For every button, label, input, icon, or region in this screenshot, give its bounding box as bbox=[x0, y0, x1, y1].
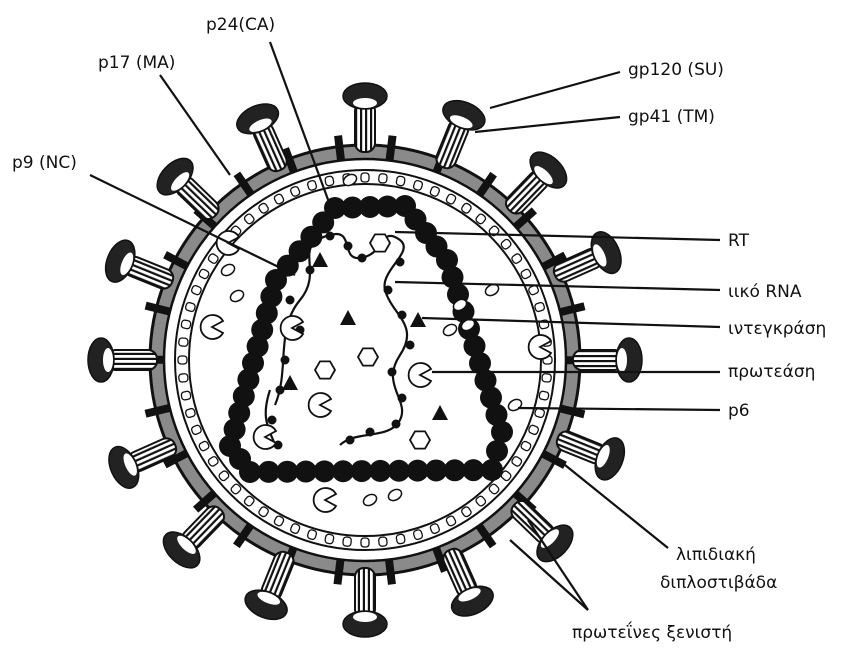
reverse-transcriptase-icon bbox=[315, 361, 335, 378]
leader-gp41 bbox=[475, 117, 620, 132]
matrix-cell bbox=[396, 534, 406, 544]
rna-dot bbox=[388, 368, 397, 377]
gp120-cap-notch bbox=[617, 348, 627, 372]
matrix-cell bbox=[361, 538, 369, 547]
label-lipid-line1: λιπιδιακή bbox=[676, 545, 756, 565]
rna-dot bbox=[396, 258, 405, 267]
rna-dot bbox=[398, 311, 407, 320]
leader-lipid bbox=[565, 465, 668, 548]
matrix-cell bbox=[378, 537, 387, 547]
matrix-cell bbox=[178, 356, 187, 364]
capsid-bead bbox=[491, 421, 513, 443]
matrix-cell bbox=[378, 174, 387, 184]
rna-dot bbox=[344, 242, 353, 251]
matrix-cell bbox=[542, 373, 552, 382]
label-integrase: ιντεγκράση bbox=[728, 319, 826, 339]
reverse-transcriptase-icon bbox=[410, 431, 430, 448]
gp120-cap-notch bbox=[353, 98, 377, 108]
gp120-cap bbox=[439, 95, 490, 136]
reverse-transcriptase-icon bbox=[358, 348, 378, 365]
label-p6: p6 bbox=[728, 401, 750, 421]
rna-dot bbox=[286, 296, 295, 305]
matrix-cell bbox=[325, 176, 335, 186]
matrix-cell bbox=[179, 373, 189, 382]
label-host-proteins: πρωτεΐνες ξενιστή bbox=[572, 620, 732, 643]
label-p24: p24(CA) bbox=[206, 15, 275, 35]
rna-dot bbox=[392, 420, 401, 429]
rna-dot bbox=[398, 394, 407, 403]
envelope-spike bbox=[343, 83, 387, 152]
rna-dot bbox=[406, 341, 415, 350]
capsid-bead bbox=[486, 440, 508, 462]
rna-dot bbox=[366, 428, 375, 437]
gp120-cap bbox=[241, 584, 292, 625]
matrix-cell bbox=[181, 391, 191, 401]
label-gp120: gp120 (SU) bbox=[628, 60, 724, 80]
matrix-cell bbox=[179, 338, 189, 347]
label-protease: πρωτεάση bbox=[728, 362, 815, 382]
matrix-cell bbox=[539, 391, 549, 401]
reverse-transcriptase-icon bbox=[370, 234, 390, 251]
gp120-cap-notch bbox=[103, 348, 113, 372]
rna-dot bbox=[281, 356, 290, 365]
envelope-spike bbox=[573, 338, 642, 382]
rna-dot bbox=[326, 232, 335, 241]
matrix-cell bbox=[396, 176, 406, 186]
label-rna: ιικό RNA bbox=[728, 282, 802, 302]
matrix-cell bbox=[361, 173, 369, 182]
label-rt: RT bbox=[728, 231, 750, 251]
label-lipid-line2: διπλοστιβάδα bbox=[660, 573, 777, 593]
rna-dot bbox=[346, 436, 355, 445]
gp120-cap bbox=[589, 434, 630, 485]
rna-dot bbox=[268, 416, 277, 425]
matrix-cell bbox=[181, 320, 191, 330]
envelope-spike bbox=[343, 568, 387, 637]
label-p9: p9 (NC) bbox=[12, 153, 77, 173]
matrix-cell bbox=[343, 537, 352, 547]
leader-p17 bbox=[160, 75, 230, 175]
capsid-bead bbox=[312, 211, 334, 233]
envelope-spike bbox=[88, 338, 157, 382]
matrix-cell bbox=[325, 534, 335, 544]
rna-dot bbox=[358, 254, 367, 263]
leader-gp120 bbox=[490, 72, 620, 108]
gp120-cap bbox=[100, 236, 141, 287]
gp120-cap-notch bbox=[353, 612, 377, 622]
label-gp41: gp41 (TM) bbox=[628, 107, 715, 127]
label-p17: p17 (MA) bbox=[98, 53, 175, 73]
rna-dot bbox=[384, 286, 393, 295]
